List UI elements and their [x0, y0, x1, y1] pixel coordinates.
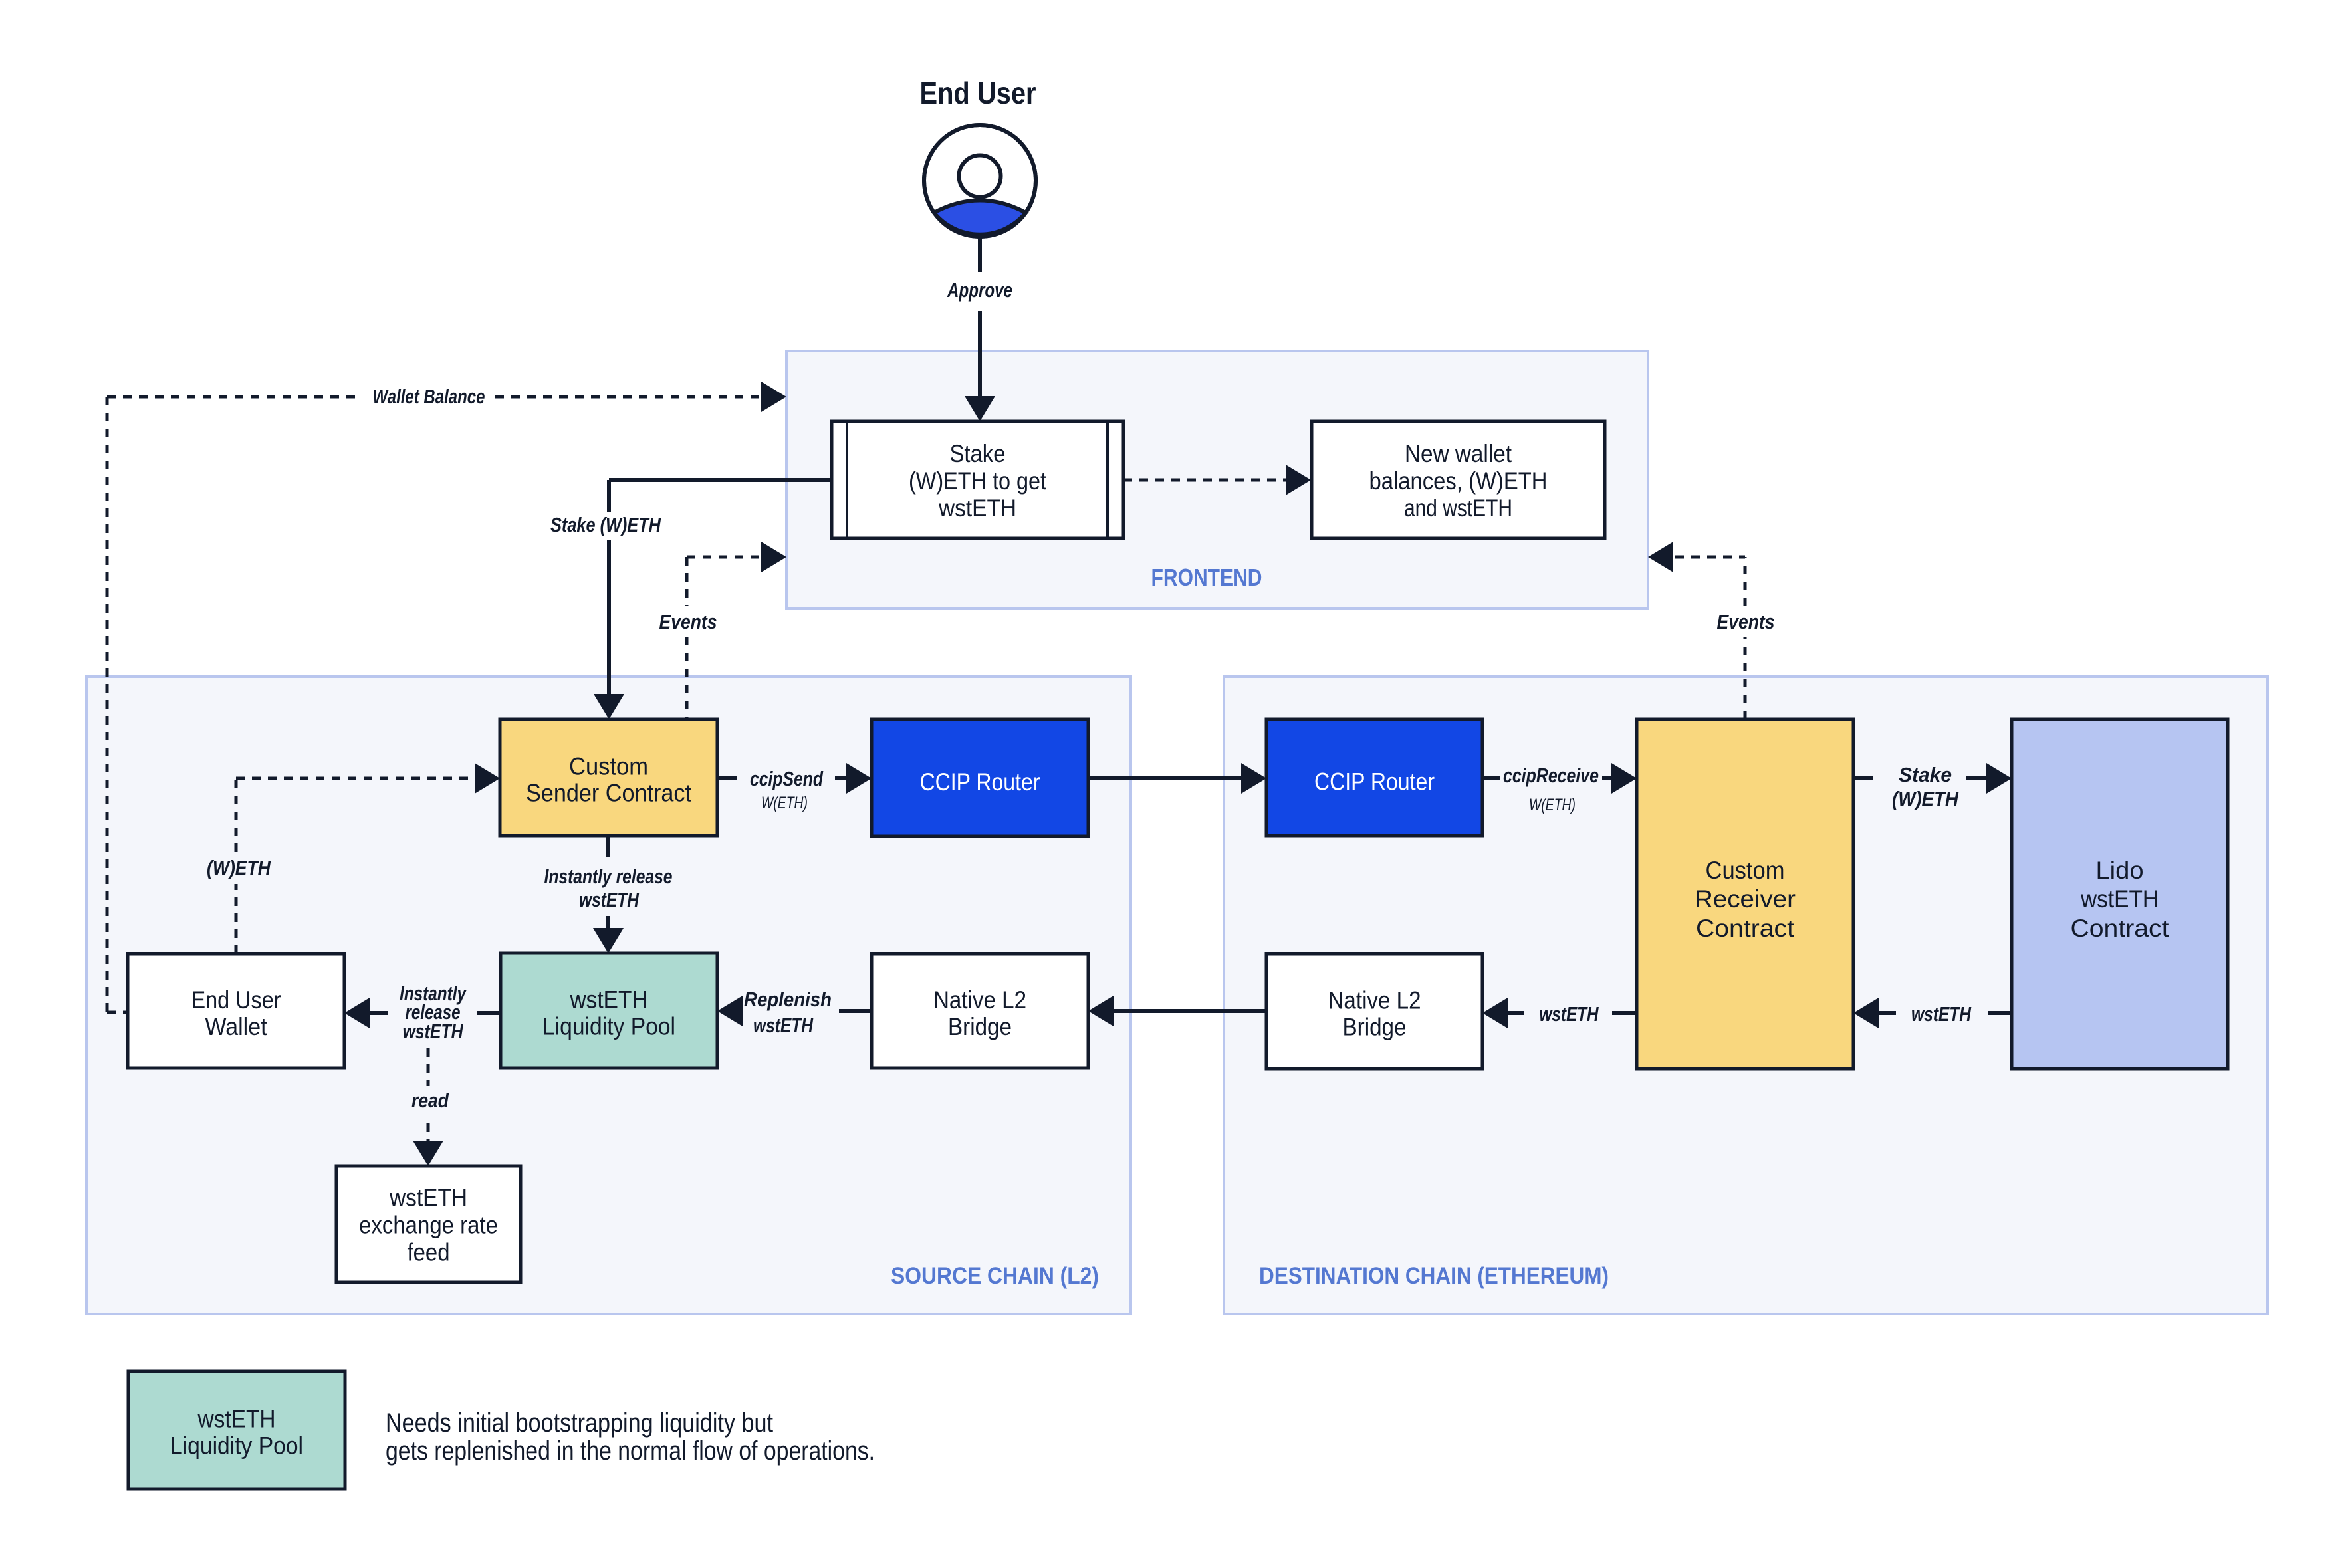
svg-text:Wallet: Wallet	[205, 1013, 268, 1040]
svg-text:wstETH: wstETH	[570, 986, 648, 1014]
svg-text:Native L2: Native L2	[933, 986, 1026, 1014]
svg-text:(W)ETH to get: (W)ETH to get	[909, 467, 1047, 495]
svg-text:Approve: Approve	[947, 279, 1012, 302]
svg-text:Bridge: Bridge	[1343, 1014, 1407, 1041]
svg-text:Replenish: Replenish	[744, 988, 832, 1011]
svg-text:Instantly release: Instantly release	[544, 865, 673, 888]
svg-text:CCIP Router: CCIP Router	[1314, 768, 1435, 796]
svg-text:wstETH: wstETH	[403, 1020, 463, 1043]
svg-text:Sender Contract: Sender Contract	[526, 780, 692, 807]
svg-text:Instantly: Instantly	[400, 982, 467, 1005]
svg-text:W(ETH): W(ETH)	[1529, 796, 1576, 814]
svg-text:DESTINATION CHAIN (ETHEREUM): DESTINATION CHAIN (ETHEREUM)	[1259, 1263, 1609, 1289]
svg-text:Receiver: Receiver	[1695, 885, 1796, 913]
svg-text:Wallet Balance: Wallet Balance	[373, 385, 485, 408]
svg-text:wstETH: wstETH	[753, 1014, 813, 1037]
svg-text:feed: feed	[408, 1239, 450, 1266]
svg-text:(W)ETH: (W)ETH	[1892, 787, 1959, 810]
svg-text:Events: Events	[1717, 610, 1775, 633]
svg-text:Contract: Contract	[1696, 915, 1795, 942]
svg-text:and wstETH: and wstETH	[1404, 495, 1512, 522]
svg-text:gets replenished in the normal: gets replenished in the normal flow of o…	[386, 1436, 875, 1466]
svg-text:release: release	[406, 1000, 461, 1024]
svg-text:SOURCE CHAIN (L2): SOURCE CHAIN (L2)	[891, 1263, 1099, 1289]
svg-text:End User: End User	[920, 76, 1036, 110]
svg-text:End User: End User	[191, 986, 281, 1014]
svg-text:Contract: Contract	[2071, 915, 2170, 942]
svg-text:Custom: Custom	[569, 753, 648, 780]
svg-text:ccipSend: ccipSend	[750, 767, 824, 790]
svg-text:read: read	[411, 1089, 449, 1112]
svg-text:wstETH: wstETH	[2080, 885, 2159, 913]
svg-text:Bridge: Bridge	[948, 1013, 1012, 1040]
svg-text:FRONTEND: FRONTEND	[1151, 564, 1262, 591]
svg-text:wstETH: wstETH	[1911, 1002, 1971, 1026]
svg-text:Liquidity Pool: Liquidity Pool	[542, 1013, 675, 1040]
svg-text:Liquidity Pool: Liquidity Pool	[170, 1432, 303, 1460]
svg-text:wstETH: wstETH	[1540, 1002, 1599, 1026]
svg-text:CCIP Router: CCIP Router	[920, 768, 1040, 796]
svg-text:Stake: Stake	[950, 440, 1006, 467]
svg-text:Lido: Lido	[2096, 857, 2144, 884]
svg-text:exchange rate: exchange rate	[359, 1212, 498, 1239]
svg-text:wstETH: wstETH	[389, 1184, 467, 1212]
svg-text:Events: Events	[659, 610, 717, 633]
svg-text:balances, (W)ETH: balances, (W)ETH	[1369, 467, 1548, 495]
svg-text:W(ETH): W(ETH)	[761, 794, 808, 812]
svg-text:New wallet: New wallet	[1405, 440, 1512, 467]
svg-text:Native L2: Native L2	[1328, 987, 1421, 1014]
svg-text:Needs initial bootstrapping li: Needs initial bootstrapping liquidity bu…	[386, 1408, 773, 1438]
svg-text:Stake (W)ETH: Stake (W)ETH	[550, 513, 661, 536]
svg-text:Stake: Stake	[1899, 763, 1952, 786]
svg-text:Custom: Custom	[1706, 857, 1785, 884]
svg-text:wstETH: wstETH	[579, 888, 639, 911]
svg-text:wstETH: wstETH	[938, 495, 1016, 522]
svg-text:(W)ETH: (W)ETH	[207, 856, 271, 879]
svg-text:ccipReceive: ccipReceive	[1503, 764, 1599, 787]
svg-text:wstETH: wstETH	[197, 1406, 276, 1433]
